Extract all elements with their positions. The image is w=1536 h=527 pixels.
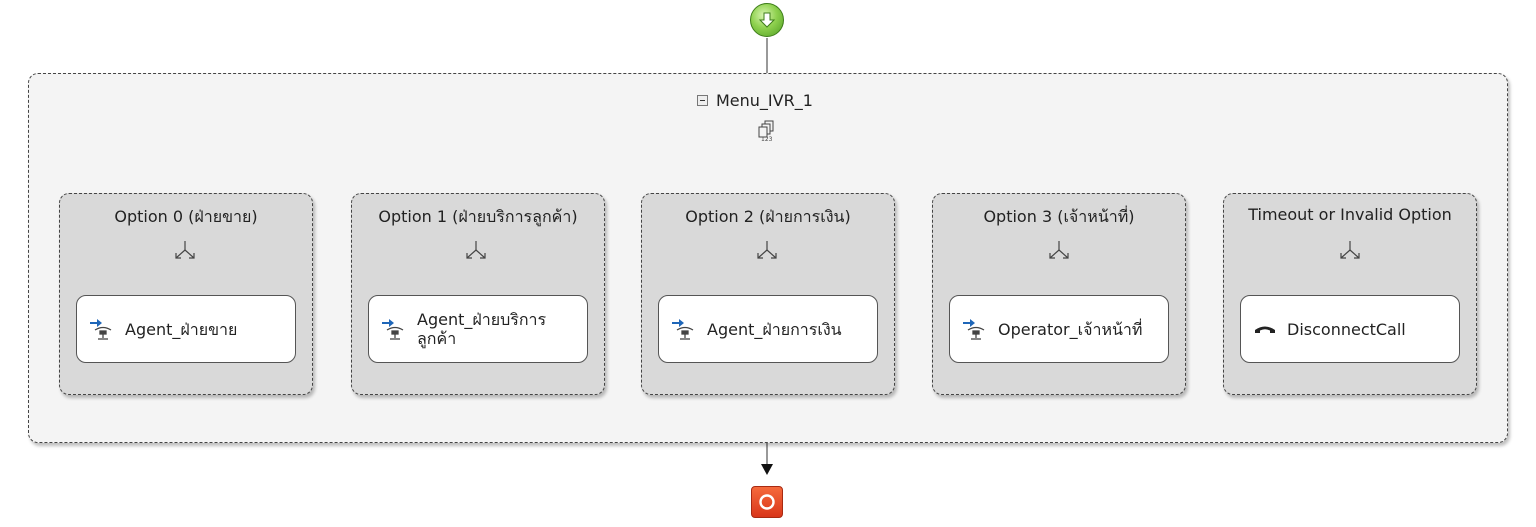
transfer-agent-icon: [382, 319, 404, 340]
svg-text:123: 123: [761, 136, 773, 143]
branch-split-icon: [175, 241, 195, 259]
menu-header: Menu_IVR_1: [697, 90, 813, 110]
branch-title: Option 2 (ฝ่ายการเงิน): [685, 207, 851, 226]
branch-title: Option 0 (ฝ่ายขาย): [114, 207, 258, 226]
branch-split-icon: [1049, 241, 1069, 259]
activity-1[interactable]: Agent_ฝ่ายบริการลูกค้า: [368, 295, 588, 363]
disconnect-phone-icon: [1255, 326, 1275, 333]
menu-title: Menu_IVR_1: [716, 90, 813, 110]
transfer-agent-icon: [90, 319, 112, 340]
stop-icon: [759, 494, 775, 510]
activity-label: Operator_เจ้าหน้าที่: [998, 319, 1143, 339]
activity-label: Agent_ฝ่ายขาย: [125, 319, 238, 339]
transfer-agent-icon: [963, 319, 985, 340]
end-node[interactable]: [751, 486, 783, 518]
branch-split-icon: [757, 241, 777, 259]
activity-3[interactable]: Operator_เจ้าหน้าที่: [949, 295, 1169, 363]
start-node[interactable]: [750, 3, 784, 37]
activity-label: Agent_ฝ่ายการเงิน: [707, 319, 842, 339]
menu-icon[interactable]: 123: [757, 119, 779, 143]
transfer-agent-icon: [672, 319, 694, 340]
branch-title: Timeout or Invalid Option: [1248, 205, 1452, 224]
activity-4[interactable]: DisconnectCall: [1240, 295, 1460, 363]
activity-label: Agent_ฝ่ายบริการลูกค้า: [417, 310, 547, 348]
branch-split-icon: [466, 241, 486, 259]
branch-split-icon: [1340, 241, 1360, 259]
branch-title: Option 1 (ฝ่ายบริการลูกค้า): [378, 207, 578, 226]
start-arrow-icon: [758, 12, 776, 28]
activity-0[interactable]: Agent_ฝ่ายขาย: [76, 295, 296, 363]
branch-title: Option 3 (เจ้าหน้าที่): [983, 207, 1135, 226]
collapse-icon[interactable]: [697, 94, 708, 106]
activity-2[interactable]: Agent_ฝ่ายการเงิน: [658, 295, 878, 363]
activity-label: DisconnectCall: [1287, 319, 1406, 339]
